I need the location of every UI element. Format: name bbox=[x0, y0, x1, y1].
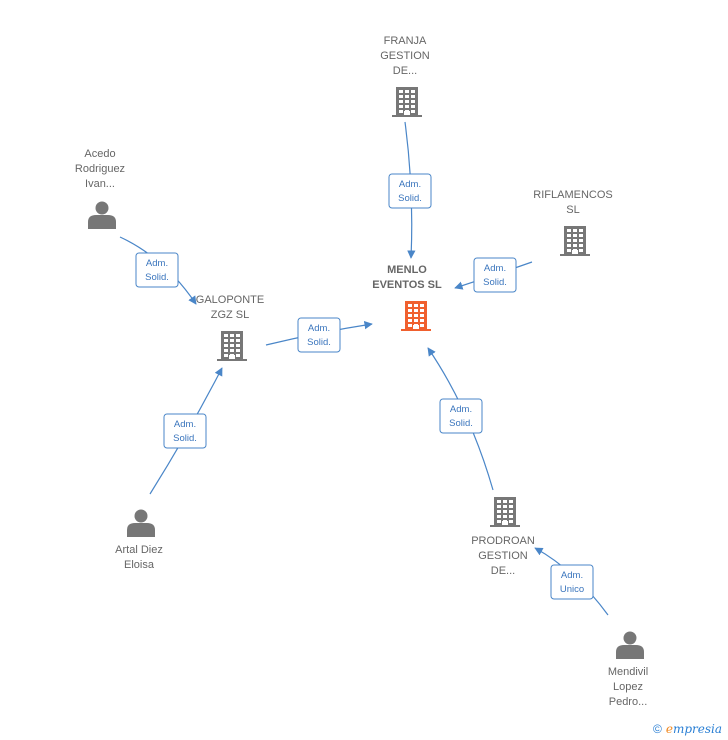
node-label: MENLO bbox=[387, 264, 427, 276]
node-franja[interactable]: FRANJA GESTION DE... bbox=[380, 35, 430, 117]
edge-label-text: Adm. bbox=[174, 419, 196, 430]
edge-riflamencos-menlo: Adm. Solid. bbox=[454, 257, 533, 293]
brand-initial: e bbox=[665, 722, 673, 736]
node-label: Pedro... bbox=[609, 696, 648, 708]
node-label: Eloisa bbox=[124, 559, 155, 571]
edge-label-box[interactable]: Adm. Unico bbox=[550, 564, 594, 600]
edge-label-box[interactable]: Adm. Solid. bbox=[439, 398, 483, 434]
node-menlo[interactable]: MENLO EVENTOS SL bbox=[372, 264, 442, 331]
edge-prodroan-menlo: Adm. Solid. bbox=[427, 347, 494, 491]
edges-layer: Adm. Solid. Adm. Solid. Adm. Solid. Adm. Solid.… bbox=[119, 121, 609, 616]
building-icon bbox=[560, 226, 590, 256]
edge-label-text: Adm. bbox=[146, 258, 168, 269]
edge-franja-menlo: Adm. Solid. bbox=[388, 121, 432, 259]
edge-label-box[interactable]: Adm. Solid. bbox=[388, 173, 432, 209]
node-label: EVENTOS SL bbox=[372, 279, 442, 291]
edge-label-box[interactable]: Adm. Solid. bbox=[297, 317, 341, 353]
person-icon bbox=[127, 509, 155, 537]
node-label: Lopez bbox=[613, 681, 643, 693]
node-label: Rodriguez bbox=[75, 163, 125, 175]
node-label: DE... bbox=[393, 65, 417, 77]
node-label: GALOPONTE bbox=[196, 294, 264, 306]
edge-mendivil-prodroan: Adm. Unico bbox=[534, 547, 609, 616]
edge-label-text: Adm. bbox=[561, 570, 583, 581]
node-galoponte[interactable]: GALOPONTE ZGZ SL bbox=[196, 294, 264, 361]
edge-label-box[interactable]: Adm. Solid. bbox=[163, 413, 207, 449]
edge-artal-galoponte: Adm. Solid. bbox=[149, 367, 223, 495]
nodes-layer: MENLO EVENTOS SL FRANJA GESTION DE... RIFLAME… bbox=[75, 35, 648, 708]
building-icon bbox=[217, 331, 247, 361]
edge-label-text: Solid. bbox=[173, 433, 197, 444]
edge-label-text: Solid. bbox=[145, 272, 169, 283]
node-label: RIFLAMENCOS bbox=[533, 189, 612, 201]
edge-label-text: Solid. bbox=[398, 193, 422, 204]
node-label: GESTION bbox=[478, 550, 528, 562]
node-riflamencos[interactable]: RIFLAMENCOS SL bbox=[533, 189, 613, 256]
copyright-symbol: © bbox=[652, 722, 662, 736]
node-label: Mendivil bbox=[608, 666, 648, 678]
building-icon bbox=[401, 301, 431, 331]
node-label: Ivan... bbox=[85, 178, 115, 190]
person-icon bbox=[88, 201, 116, 229]
node-acedo[interactable]: AcedoRodriguezIvan... bbox=[75, 148, 125, 229]
edge-label-text: Adm. bbox=[308, 323, 330, 334]
brand-name: mpresia bbox=[672, 722, 722, 736]
node-label: FRANJA bbox=[384, 35, 427, 47]
edge-label-box[interactable]: Adm. Solid. bbox=[135, 252, 179, 288]
node-label: PRODROAN bbox=[471, 535, 535, 547]
edge-acedo-galoponte: Adm. Solid. bbox=[119, 236, 197, 305]
brand-logo: empresia bbox=[666, 722, 722, 736]
edge-galoponte-menlo: Adm. Solid. bbox=[265, 317, 373, 353]
edge-label-text: Adm. bbox=[484, 263, 506, 274]
node-label: Acedo bbox=[84, 148, 115, 160]
node-label: SL bbox=[566, 204, 579, 216]
node-label: DE... bbox=[491, 565, 515, 577]
edge-label-text: Solid. bbox=[483, 277, 507, 288]
footer-brand: ©empresia bbox=[653, 722, 722, 736]
node-prodroan[interactable]: PRODROAN GESTION DE... bbox=[471, 497, 535, 577]
edge-label-text: Adm. bbox=[399, 179, 421, 190]
edge-label-text: Solid. bbox=[307, 337, 331, 348]
node-mendivil[interactable]: MendivilLopezPedro... bbox=[608, 631, 648, 709]
edge-label-box[interactable]: Adm. Solid. bbox=[473, 257, 517, 293]
edge-label-text: Solid. bbox=[449, 418, 473, 429]
node-label: ZGZ SL bbox=[211, 309, 250, 321]
node-label: GESTION bbox=[380, 50, 430, 62]
person-icon bbox=[616, 631, 644, 659]
building-icon bbox=[490, 497, 520, 527]
building-icon bbox=[392, 87, 422, 117]
edge-label-text: Adm. bbox=[450, 404, 472, 415]
edge-label-text: Unico bbox=[560, 584, 584, 595]
node-label: Artal Diez bbox=[115, 544, 163, 556]
